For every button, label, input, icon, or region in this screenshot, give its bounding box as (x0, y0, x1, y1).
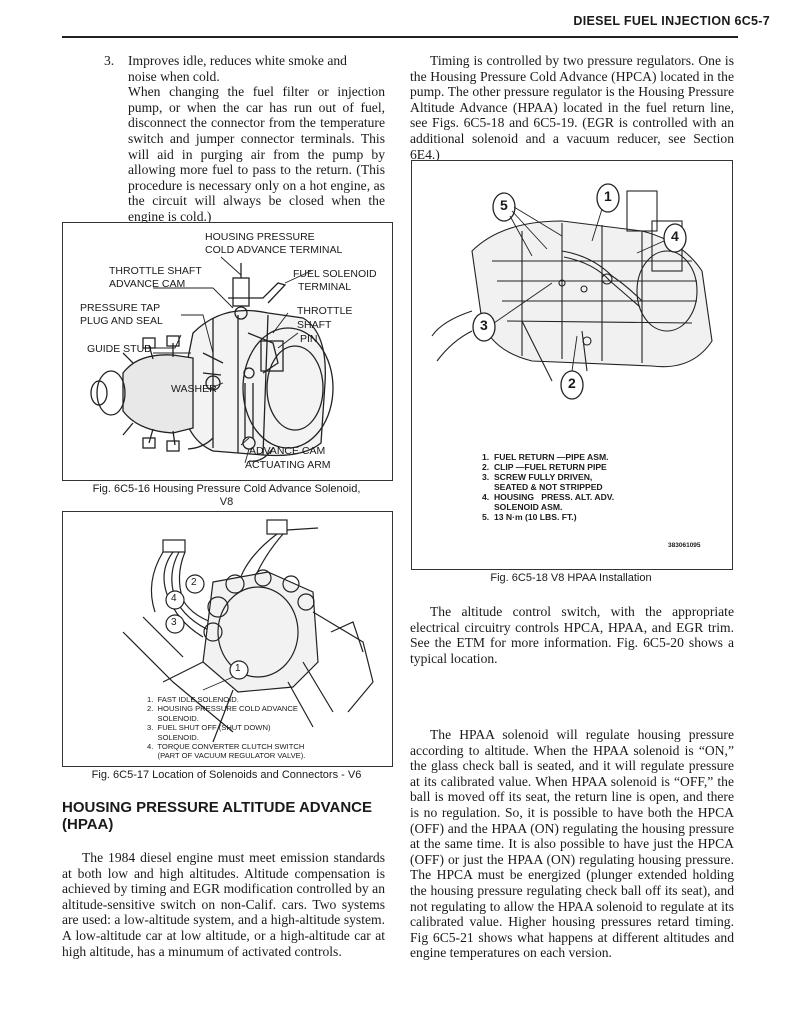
callout-4: 4 (171, 593, 177, 604)
fig17-legend-4: 3. FUEL SHUT OFF (SHUT DOWN) (147, 723, 271, 733)
left-body-paragraph: The 1984 diesel engine must meet emissio… (62, 850, 385, 959)
label-terminal: TERMINAL (298, 281, 352, 293)
pump-drawing (90, 256, 334, 464)
fig18-legend-7: 5. 13 N·m (10 LBS. FT.) (482, 512, 577, 522)
fig18-legend-4: SEATED & NOT STRIPPED (482, 482, 603, 492)
label-fuel-solenoid: FUEL SOLENOID (293, 268, 377, 280)
callout-3: 3 (171, 617, 177, 628)
label-washer: WASHER (171, 383, 217, 395)
fig17-legend-6: 4. TORQUE CONVERTER CLUTCH SWITCH (147, 742, 305, 752)
section-title-line-1: HOUSING PRESSURE ALTITUDE ADVANCE (62, 799, 373, 816)
label-cold-advance-terminal: COLD ADVANCE TERMINAL (205, 244, 343, 256)
fig17-legend-2: 2. HOUSING PRESSURE COLD ADVANCE (147, 704, 298, 714)
right-paragraph-2: The altitude control switch, with the ap… (410, 604, 734, 666)
fig17-legend-1: 1. FAST IDLE SOLENOID. (147, 695, 239, 704)
figure-6c5-18: 5 1 4 3 2 1. FUEL RETURN —PIPE ASM. 2. C… (411, 160, 733, 570)
item-3-line-1: Improves idle, reduces white smoke and (128, 53, 347, 68)
right-para-3: The HPAA solenoid will regulate housing … (410, 727, 734, 961)
figure-6c5-16: HOUSING PRESSURE COLD ADVANCE TERMINAL T… (62, 222, 393, 481)
caption-6c5-16-line-2: V8 (219, 496, 234, 508)
label-pressure-tap: PRESSURE TAP (80, 302, 161, 314)
item-3-paragraph: When changing the fuel filter or injecti… (128, 84, 385, 224)
fig17-legend-5: SOLENOID. (147, 732, 199, 742)
fig18-legend-2: 2. CLIP —FUEL RETURN PIPE (482, 462, 607, 472)
label-plug-and-seal: PLUG AND SEAL (80, 315, 163, 327)
page-header: DIESEL FUEL INJECTION 6C5-7 (573, 14, 770, 28)
label-throttle: THROTTLE (297, 305, 353, 317)
solenoid-drawing (122, 519, 374, 743)
label-guide-stud: GUIDE STUD (87, 343, 152, 355)
section-title-hpaa: HOUSING PRESSURE ALTITUDE ADVANCE (HPAA) (62, 799, 392, 833)
item-3-number: 3. (104, 53, 115, 68)
label-shaft: SHAFT (297, 319, 332, 331)
right-para-2: The altitude control switch, with the ap… (410, 604, 734, 666)
right-paragraph-3: The HPAA solenoid will regulate housing … (410, 727, 734, 961)
label-actuating-arm: ACTUATING ARM (245, 459, 331, 471)
left-body: The 1984 diesel engine must meet emissio… (62, 850, 385, 959)
fig18-callout-3: 3 (480, 317, 488, 333)
fig17-legend: 1. FAST IDLE SOLENOID. 2. HOUSING PRESSU… (147, 695, 305, 761)
right-paragraph-1: Timing is controlled by two pressure reg… (410, 53, 734, 162)
caption-6c5-16-line-1: Fig. 6C5-16 Housing Pressure Cold Advanc… (92, 483, 361, 495)
item-3-line-2: noise when cold. (128, 68, 220, 84)
fig18-callout-5: 5 (500, 197, 508, 213)
label-advance-cam: ADVANCE CAM (109, 278, 186, 290)
fig18-callout-2: 2 (568, 375, 576, 391)
header-rule (62, 36, 738, 38)
fig18-legend-6: SOLENOID ASM. (482, 502, 563, 512)
caption-6c5-18: Fig. 6C5-18 V8 HPAA Installation (490, 572, 652, 584)
callout-2: 2 (191, 577, 197, 588)
figure-6c5-17: 4 2 3 1 1. FAST IDLE SOLENOID. 2. HOUSIN… (62, 511, 393, 767)
fig17-legend-7: (PART OF VACUUM REGULATOR VALVE). (147, 751, 306, 761)
caption-6c5-17: Fig. 6C5-17 Location of Solenoids and Co… (91, 769, 362, 781)
hpaa-drawing (431, 183, 713, 400)
label-pin: PIN (300, 333, 318, 345)
fig18-legend-5: 4. HOUSING PRESS. ALT. ADV. (482, 492, 615, 502)
fig18-callout-1: 1 (604, 188, 612, 204)
right-para-1: Timing is controlled by two pressure reg… (410, 53, 734, 162)
callout-1: 1 (235, 663, 241, 674)
fig18-legend-3: 3. SCREW FULLY DRIVEN, (482, 472, 593, 482)
label-advance-cam-2: ADVANCE CAM (249, 445, 326, 457)
fig18-callout-4: 4 (671, 228, 679, 244)
section-title-line-2: (HPAA) (62, 816, 114, 833)
label-housing-pressure: HOUSING PRESSURE (205, 231, 315, 243)
fig17-legend-3: SOLENOID. (147, 713, 199, 723)
fig18-code: 383061095 (668, 542, 701, 549)
item-3: 3. Improves idle, reduces white smoke an… (104, 53, 385, 225)
label-throttle-shaft: THROTTLE SHAFT (109, 265, 202, 277)
fig18-legend-1: 1. FUEL RETURN —PIPE ASM. (482, 452, 609, 462)
fig18-legend: 1. FUEL RETURN —PIPE ASM. 2. CLIP —FUEL … (482, 452, 614, 522)
